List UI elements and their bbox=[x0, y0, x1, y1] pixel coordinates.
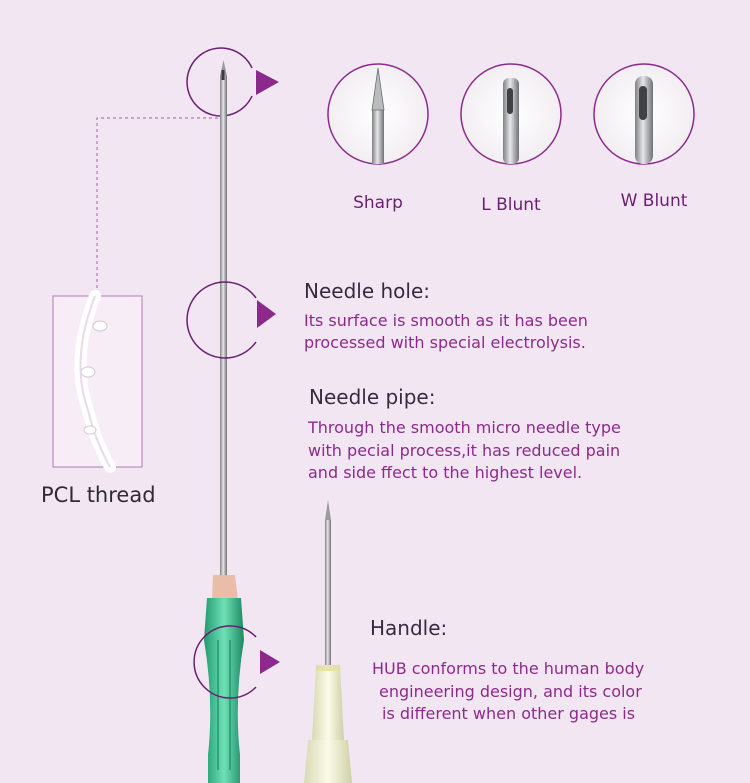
tip-label-sharp: Sharp bbox=[353, 193, 403, 213]
needle-hole-desc-line-1: Its surface is smooth as it has been bbox=[304, 311, 588, 330]
handle-desc-line-2: engineering design, and its color bbox=[379, 682, 642, 701]
needle-pipe-desc-line-1: Through the smooth micro needle type bbox=[308, 418, 621, 437]
green-hub bbox=[204, 575, 244, 783]
needle-hole-desc-line-2: processed with special electrolysis. bbox=[304, 333, 586, 352]
tip-label-w-blunt: W Blunt bbox=[620, 191, 688, 211]
pcl-thread-label: PCL thread bbox=[41, 483, 156, 507]
pcl-connector-line bbox=[96, 117, 218, 296]
guide-needle bbox=[304, 500, 352, 783]
pcl-thread-box bbox=[52, 290, 143, 473]
needle-hole-callout bbox=[186, 281, 276, 359]
handle-desc-line-3: is different when other gages is bbox=[382, 704, 636, 723]
needle-pipe-desc-line-2: with pecial process,it has reduced pain bbox=[308, 441, 621, 460]
tip-label-l-blunt: L Blunt bbox=[481, 195, 541, 215]
tip-detail-callout bbox=[186, 47, 279, 117]
tip-circle-sharp bbox=[327, 63, 429, 165]
needle-pipe-heading: Needle pipe: bbox=[309, 385, 436, 409]
handle-desc-line-1: HUB conforms to the human body bbox=[372, 659, 645, 678]
handle-heading: Handle: bbox=[370, 616, 448, 640]
needle-hole-heading: Needle hole: bbox=[304, 279, 430, 303]
cannula-needle bbox=[220, 60, 227, 576]
handle-callout bbox=[193, 625, 280, 699]
tip-circle-w-blunt bbox=[593, 63, 695, 165]
needle-pipe-desc-line-3: and side ffect to the highest level. bbox=[308, 463, 583, 482]
tip-circle-l-blunt bbox=[460, 63, 562, 165]
